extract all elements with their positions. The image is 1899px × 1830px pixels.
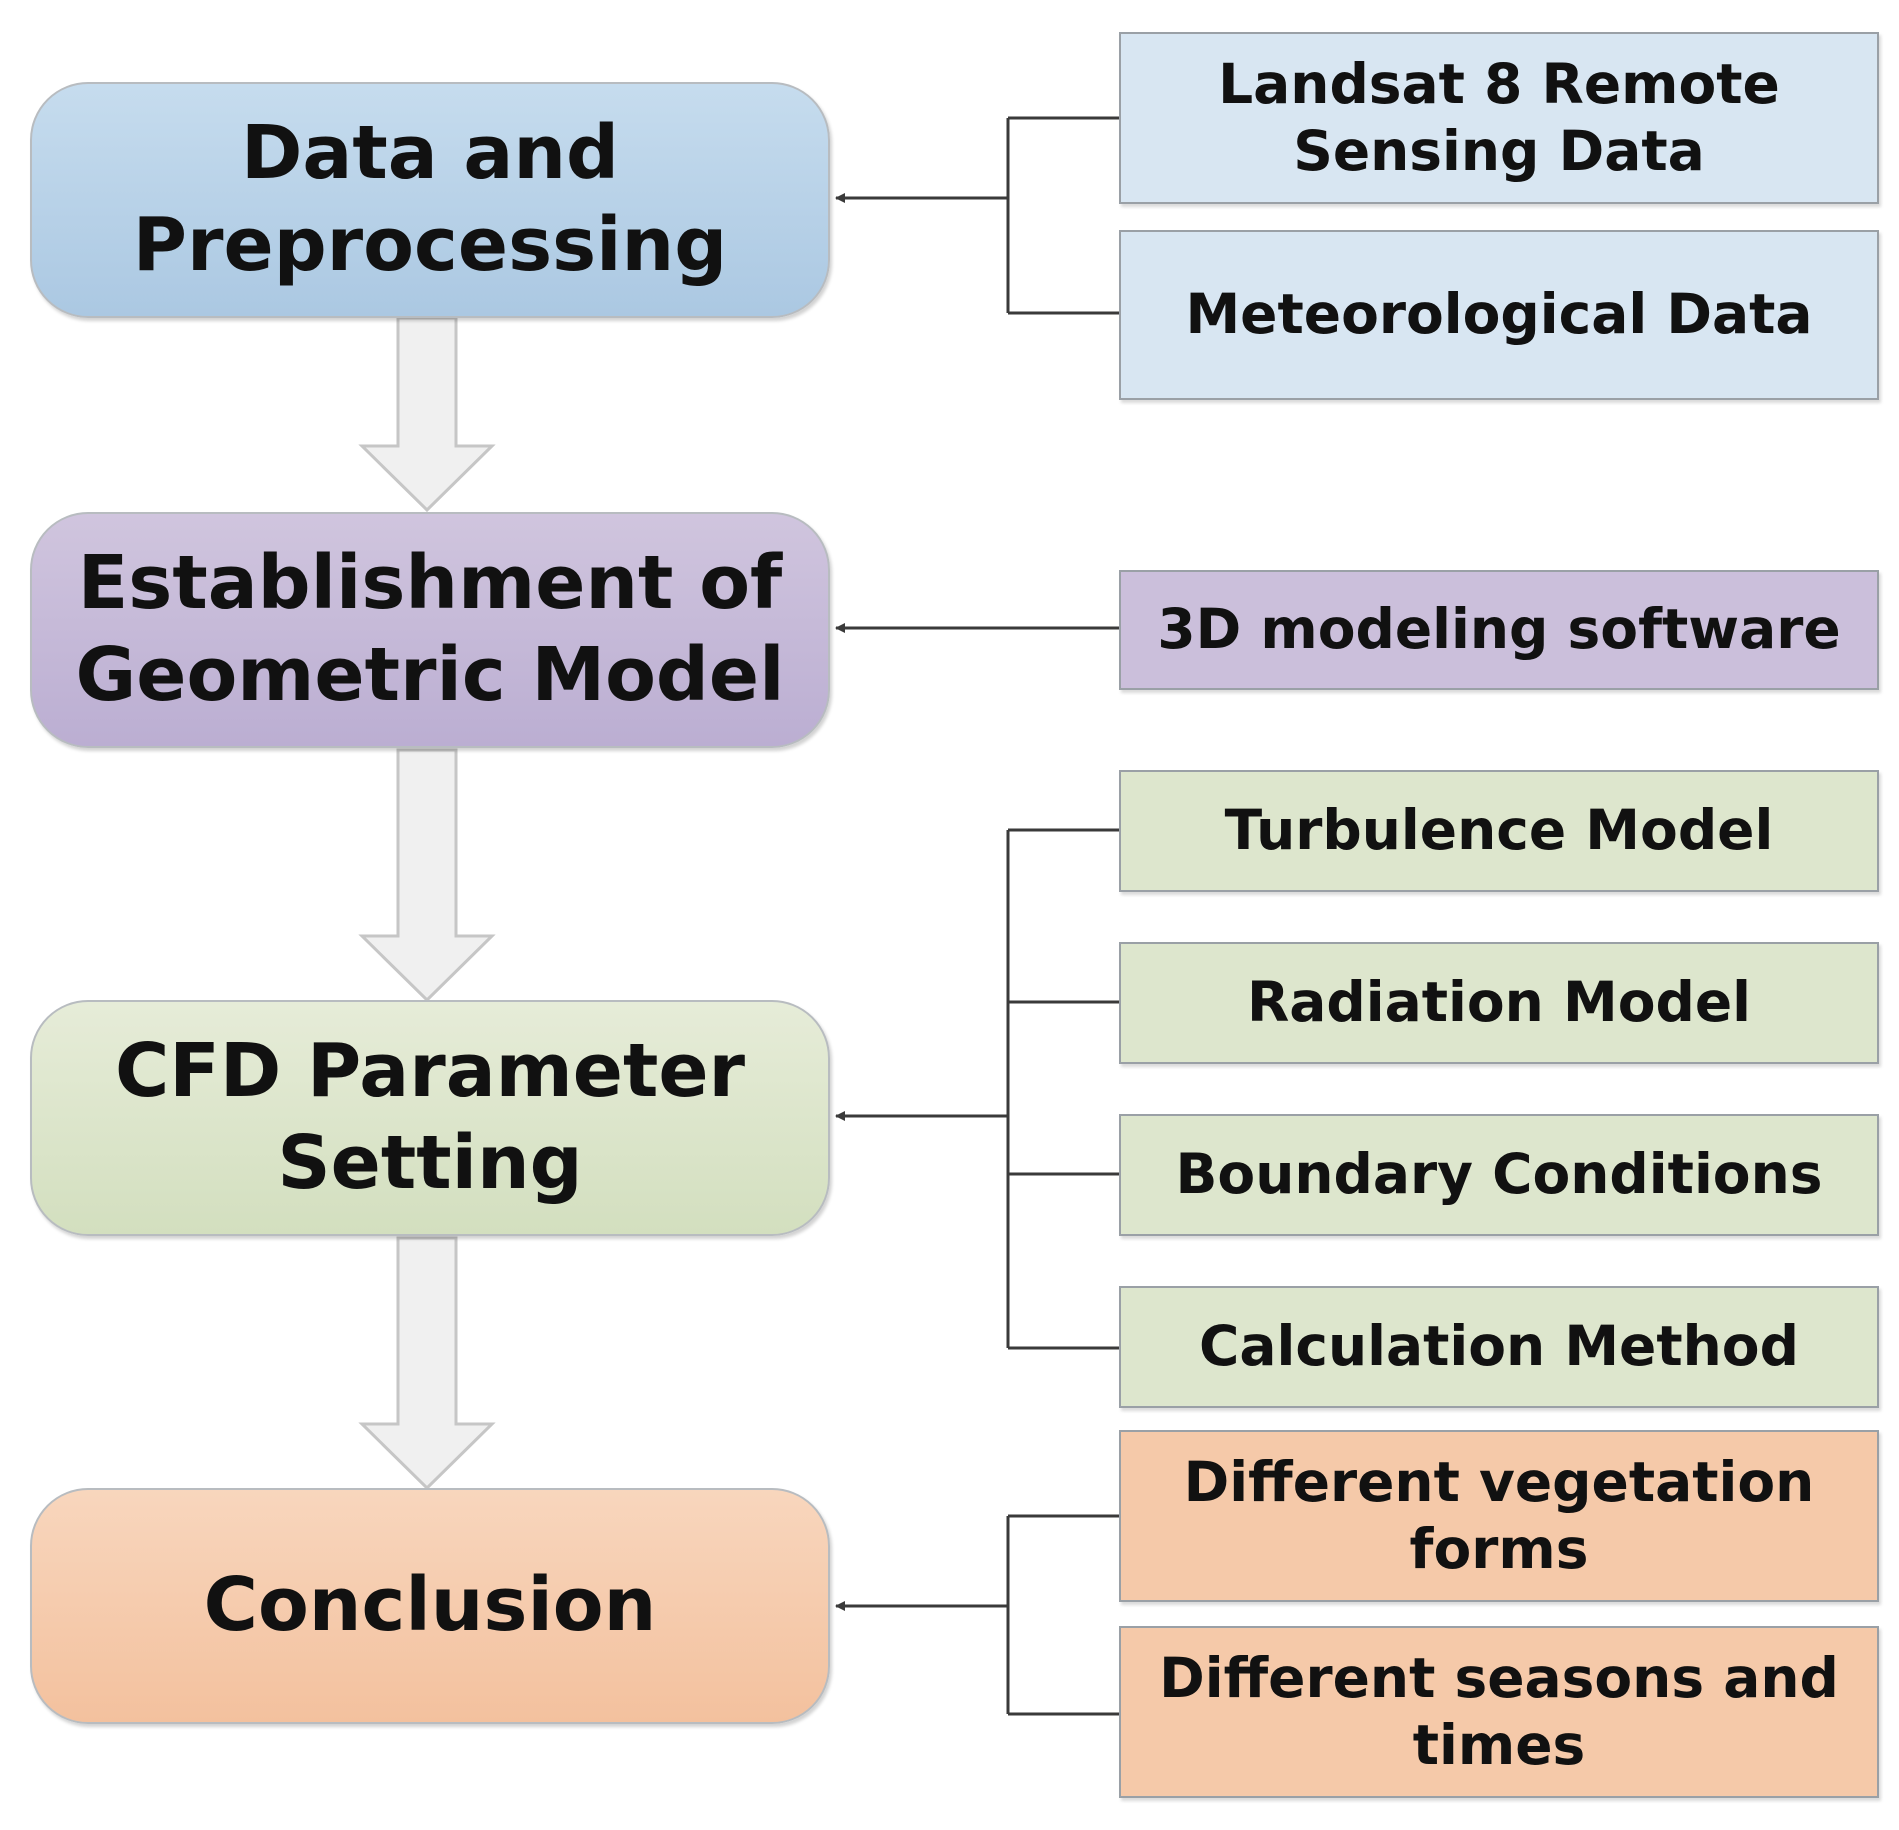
stage-data-preprocessing: Data and Preprocessing [30, 82, 830, 318]
input-vegetation-forms: Different vegetation forms [1119, 1430, 1879, 1602]
connector-group-conclusion [835, 1514, 1119, 1716]
connector-group-cfd [835, 828, 1119, 1350]
input-calculation-method: Calculation Method [1119, 1286, 1879, 1408]
input-seasons-times: Different seasons and times [1119, 1626, 1879, 1798]
down-arrow-3 [358, 1236, 496, 1491]
connector-group-data [835, 116, 1119, 315]
stage-cfd-parameter: CFD Parameter Setting [30, 1000, 830, 1236]
input-boundary-conditions: Boundary Conditions [1119, 1114, 1879, 1236]
input-radiation-model: Radiation Model [1119, 942, 1879, 1064]
stage-geometric-model: Establishment of Geometric Model [30, 512, 830, 748]
input-meteorological-data: Meteorological Data [1119, 230, 1879, 400]
stage-conclusion: Conclusion [30, 1488, 830, 1724]
down-arrow-2 [358, 748, 496, 1003]
down-arrow-1 [358, 316, 496, 513]
input-turbulence-model: Turbulence Model [1119, 770, 1879, 892]
input-3d-modeling-software: 3D modeling software [1119, 570, 1879, 690]
input-landsat-data: Landsat 8 Remote Sensing Data [1119, 32, 1879, 204]
